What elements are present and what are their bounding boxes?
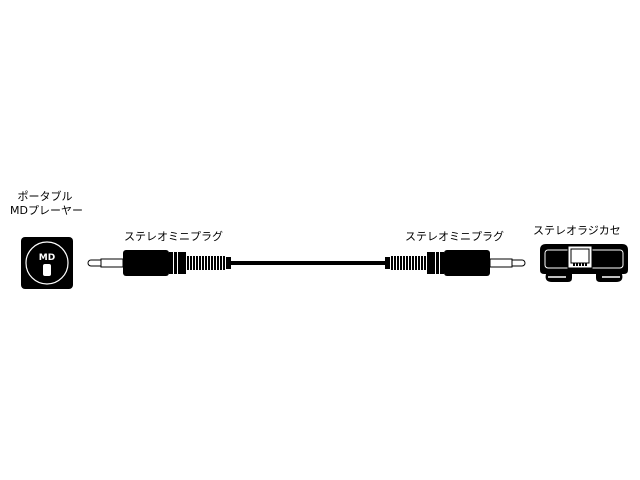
boombox-label: ステレオラジカセ [533,224,621,237]
left-stereo-mini-plug-icon [87,250,231,276]
md-player-label-line1: ポータブル [17,190,73,203]
svg-text:MD: MD [39,253,55,263]
boombox-icon [540,244,628,282]
md-player-label-line2: MDプレーヤー [10,204,83,217]
left-plug-label: ステレオミニプラグ [124,230,223,243]
md-player-icon: MD [21,237,73,289]
right-stereo-mini-plug-icon [385,250,526,276]
right-plug-label: ステレオミニプラグ [405,230,504,243]
cable-line [230,261,386,265]
